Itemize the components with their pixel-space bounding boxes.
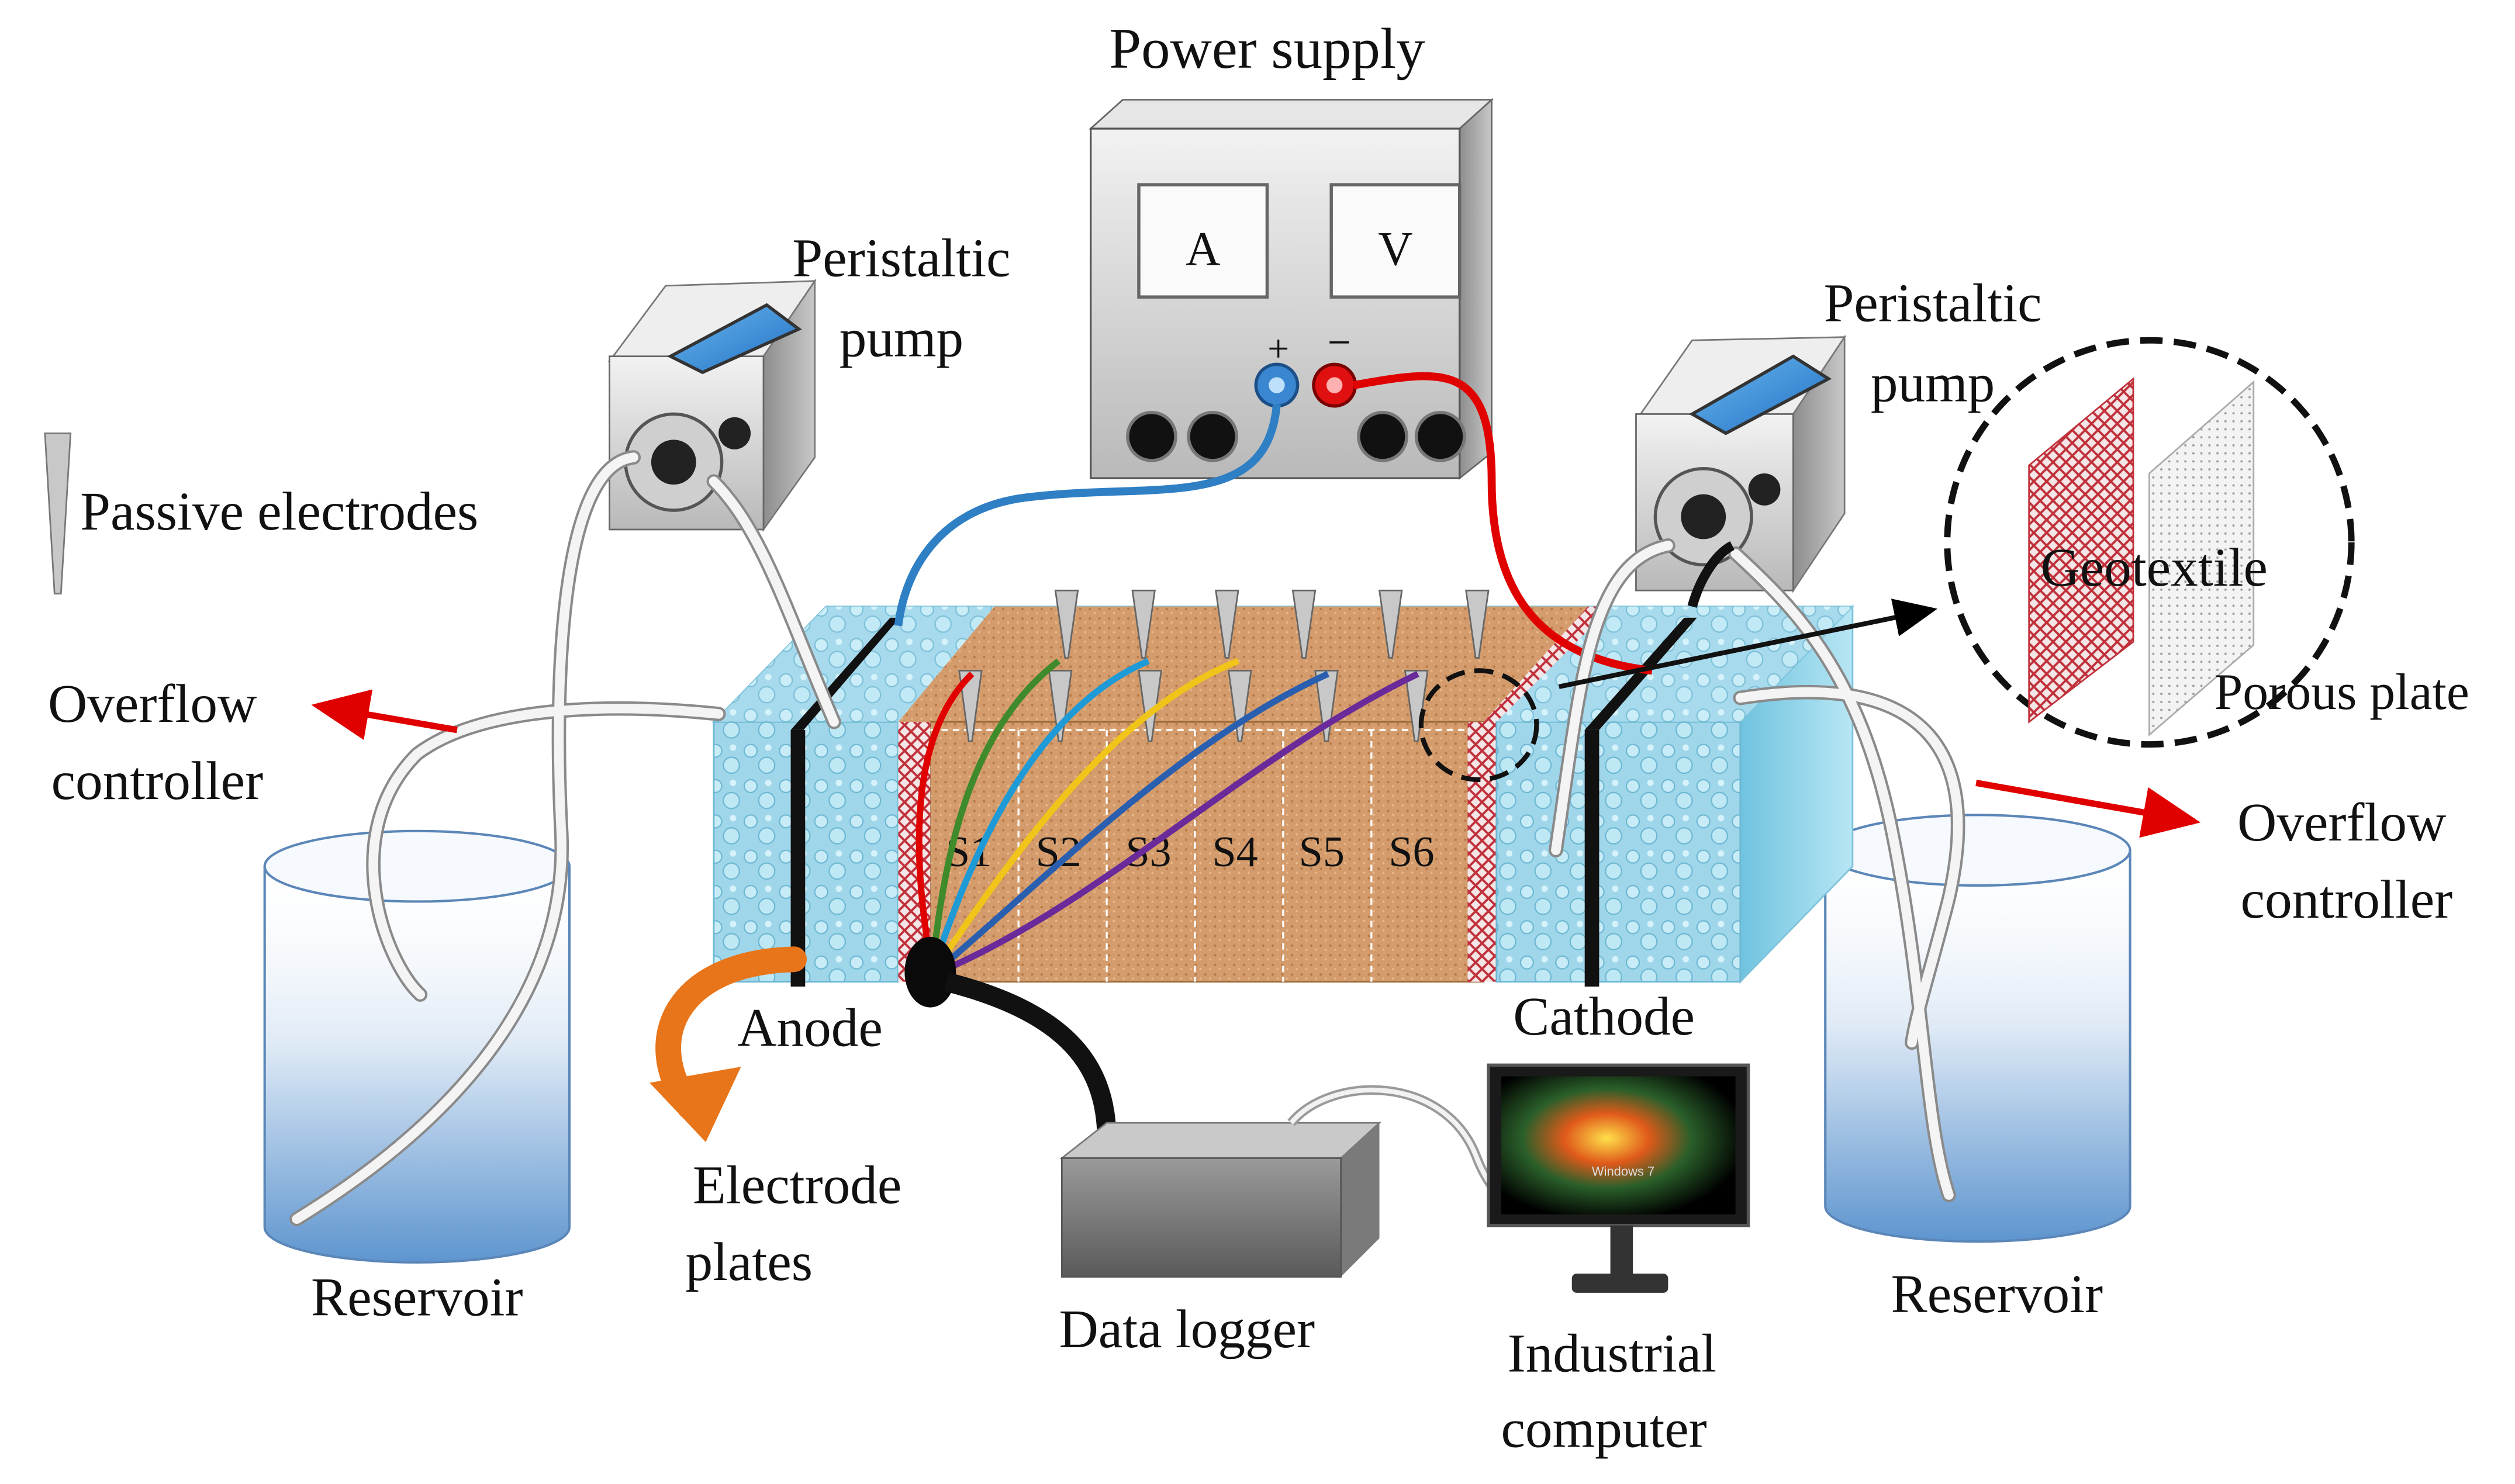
- right-pump-label-line2: pump: [1871, 353, 1995, 413]
- logger-cable: [944, 972, 1117, 1139]
- power-supply-label: Power supply: [1109, 17, 1425, 81]
- electrode-needle-icon: [1378, 589, 1403, 659]
- overflow-right-label-line1: Overflow: [2237, 793, 2446, 853]
- cathode-wire: [1353, 372, 1653, 675]
- orange-curved-arrow-icon: [650, 946, 807, 1143]
- svg-text:A: A: [1186, 222, 1220, 275]
- electrode-needle-icon: [44, 432, 72, 595]
- electrode-needle-icon: [1215, 589, 1239, 659]
- passive-electrodes-label: Passive electrodes: [80, 482, 478, 542]
- right-pump-label-line1: Peristaltic: [1824, 273, 2042, 333]
- anode-plate: [790, 729, 806, 987]
- electrode-needle-icon: [1054, 589, 1079, 659]
- electrode-needle-icon: [958, 670, 983, 742]
- geotextile-label: Geotextile: [2040, 538, 2267, 598]
- geotextile-sheet: [2028, 377, 2134, 724]
- section-label: S6: [1388, 828, 1434, 876]
- zoom-arrow: [1558, 599, 1938, 689]
- tubes: [289, 450, 1965, 1227]
- anode-wire: [894, 404, 1281, 627]
- svg-text:V: V: [1378, 222, 1412, 275]
- anode-chamber: [713, 721, 899, 983]
- left-pump-label-line1: Peristaltic: [792, 228, 1010, 288]
- knob: [1414, 410, 1466, 462]
- plus-sign: +: [1267, 327, 1289, 370]
- cathode-plate: [1584, 729, 1599, 987]
- zoom-source-circle: [1418, 668, 1539, 783]
- left-pump-label-line2: pump: [840, 309, 963, 369]
- section-label: S4: [1212, 828, 1258, 876]
- ammeter-display: A: [1137, 183, 1269, 299]
- electrode-needle-icon: [1465, 589, 1490, 659]
- test-cell: [711, 604, 1855, 987]
- overflow-left-label-line1: Overflow: [48, 674, 257, 734]
- electrode-needle-icon: [1048, 670, 1073, 742]
- windows-logo-text: Windows 7: [1592, 1164, 1654, 1179]
- data-logger-label: Data logger: [1059, 1299, 1315, 1360]
- electrode-plates-label-line1: Electrode: [693, 1155, 901, 1215]
- passive-electrode-legend: Passive electrodes: [44, 432, 478, 595]
- electrode-needle-icon: [1404, 670, 1429, 742]
- electrode-needle-icon: [1228, 670, 1252, 742]
- industrial-computer-label-line1: Industrial: [1508, 1323, 1716, 1383]
- right-reservoir-label: Reservoir: [1891, 1264, 2103, 1324]
- right-peristaltic-pump: [1634, 334, 1846, 593]
- anode-label: Anode: [737, 998, 883, 1058]
- zoom-callout: Geotextile Porous plate: [1418, 337, 2469, 783]
- electrode-needle-icon: [1131, 589, 1156, 659]
- knob: [1357, 410, 1408, 462]
- sensor-wires: [916, 658, 1419, 972]
- power-supply: A V + −: [1089, 98, 1494, 480]
- porous-plate-sheet: [2148, 380, 2255, 737]
- passive-electrodes: [958, 589, 1490, 742]
- porous-plate-label: Porous plate: [2214, 663, 2469, 720]
- knob: [1187, 410, 1239, 462]
- electrode-needle-icon: [1291, 589, 1317, 659]
- electrode-needle-icon: [1314, 670, 1339, 742]
- section-label: S5: [1299, 828, 1345, 876]
- knob: [1126, 410, 1177, 462]
- overflow-left-label-line2: controller: [51, 751, 264, 811]
- industrial-computer: Windows 7: [1487, 1063, 1750, 1293]
- voltmeter-display: V: [1329, 183, 1462, 299]
- data-logger: [1059, 1122, 1382, 1278]
- right-reservoir: [1824, 814, 2131, 1243]
- cathode-chamber: [1495, 721, 1742, 983]
- electrode-plates-label-line2: plates: [685, 1232, 813, 1292]
- monitor-screen: [1501, 1076, 1736, 1215]
- left-peristaltic-pump: [607, 278, 817, 532]
- left-reservoir: [263, 829, 571, 1264]
- overflow-right-label-line2: controller: [2241, 870, 2453, 930]
- overflow-arrow-right: [1975, 780, 2201, 838]
- cathode-label: Cathode: [1513, 987, 1695, 1047]
- industrial-computer-label-line2: computer: [1501, 1399, 1707, 1459]
- pump-screen: [1688, 354, 1832, 435]
- pump-screen: [666, 303, 802, 375]
- wire-junction: [904, 936, 956, 1008]
- minus-sign: −: [1328, 320, 1351, 366]
- overflow-arrow-left: [311, 689, 458, 740]
- left-reservoir-label: Reservoir: [311, 1267, 523, 1327]
- right-geotextile: [1467, 722, 1497, 982]
